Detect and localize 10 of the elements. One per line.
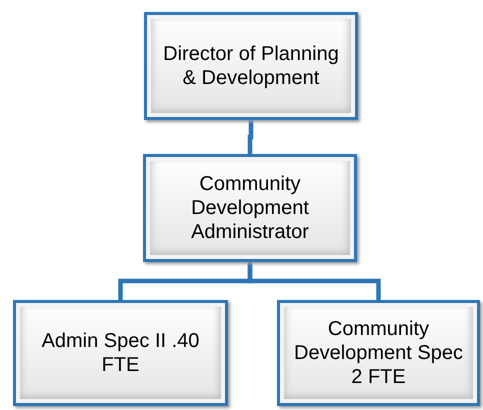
position-box <box>13 300 228 406</box>
job-title: Community Development Administrator <box>190 172 310 244</box>
position-box <box>143 154 357 262</box>
position-box <box>144 12 358 120</box>
job-title: Director of Planning & Development <box>162 42 340 90</box>
job-title: Community Development Spec 2 FTE <box>293 317 464 389</box>
connector-line <box>248 262 381 300</box>
connector-line <box>248 120 254 154</box>
position-box <box>277 300 480 406</box>
job-title: Admin Spec II .40 FTE <box>40 329 200 377</box>
